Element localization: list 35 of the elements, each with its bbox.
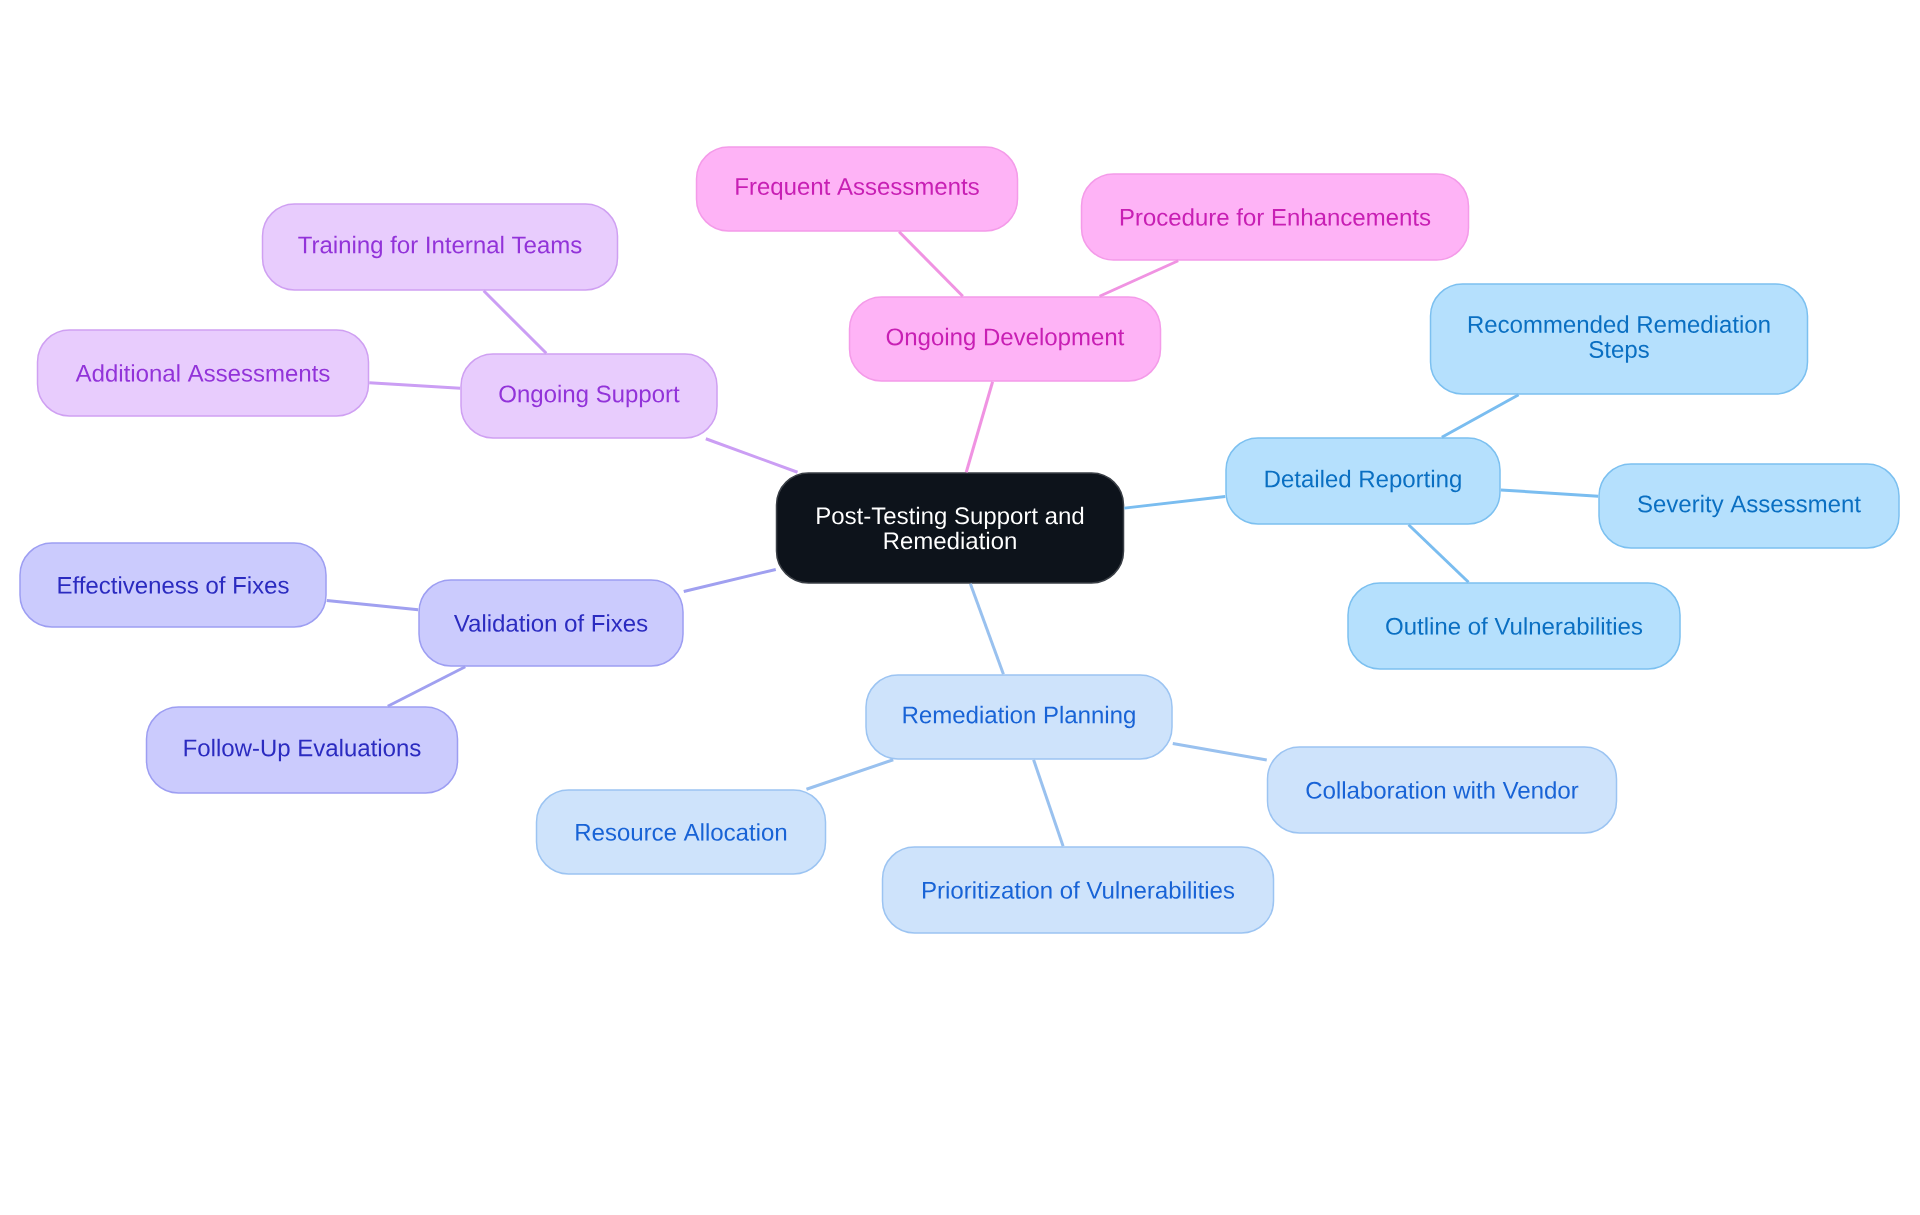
connector-line xyxy=(683,568,777,593)
subtopic-box: Recommended Remediation Steps xyxy=(1429,283,1809,395)
connector-line xyxy=(1032,759,1065,847)
subtopic-box: Training for Internal Teams xyxy=(261,203,619,291)
connector-line xyxy=(1172,742,1268,762)
connector-line xyxy=(964,381,995,473)
connector-line xyxy=(898,230,964,298)
connector-line xyxy=(326,598,419,612)
topic-box: Detailed Reporting xyxy=(1225,437,1501,525)
topic-box: Ongoing Development xyxy=(848,296,1162,382)
topic-box: Validation of Fixes xyxy=(418,579,684,667)
subtopic-box: Severity Assessment xyxy=(1598,463,1900,549)
connector-line xyxy=(369,381,461,390)
subtopic-box: Follow-Up Evaluations xyxy=(145,706,459,794)
topic-box: Remediation Planning xyxy=(865,674,1173,760)
subtopic-box: Prioritization of Vulnerabilities xyxy=(881,846,1275,934)
connector-line xyxy=(1441,393,1520,439)
subtopic-box: Procedure for Enhancements xyxy=(1080,173,1470,261)
subtopic-box: Frequent Assessments xyxy=(695,146,1019,232)
connector-line xyxy=(482,289,548,355)
connector-line xyxy=(705,437,799,474)
subtopic-box: Resource Allocation xyxy=(535,789,827,875)
connector-line xyxy=(387,665,466,708)
subtopic-box: Additional Assessments xyxy=(36,329,370,417)
topic-box: Ongoing Support xyxy=(460,353,718,439)
subtopic-box: Effectiveness of Fixes xyxy=(19,542,327,628)
connector-line xyxy=(806,758,894,791)
connector-line xyxy=(1500,488,1599,498)
subtopic-box: Collaboration with Vendor xyxy=(1266,746,1618,834)
connector-line xyxy=(1098,259,1179,298)
connector-line xyxy=(1124,495,1226,510)
subtopic-box: Outline of Vulnerabilities xyxy=(1347,582,1681,670)
connector-line xyxy=(968,583,1005,675)
central-topic-box: Post-Testing Support and Remediation xyxy=(775,472,1125,584)
connector-line xyxy=(1407,523,1470,584)
